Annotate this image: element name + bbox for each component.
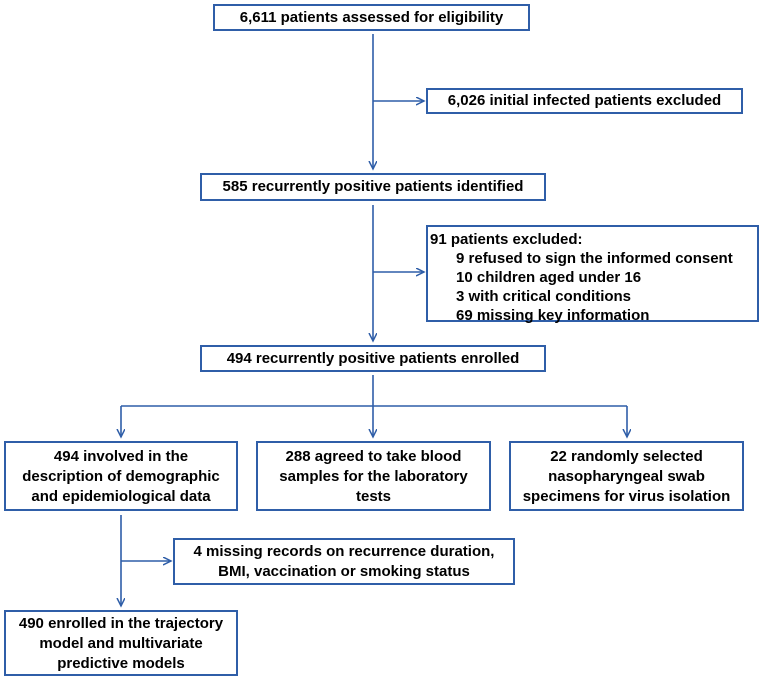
blood-box: 288 agreed to take blood samples for the…	[256, 441, 491, 511]
demographic-line: 494 involved in the	[53, 448, 189, 465]
swab-box: 22 randomly selected nasopharyngeal swab…	[509, 441, 744, 511]
excluded-initial-box: 6,026 initial infected patients excluded	[426, 88, 743, 114]
trajectory-line: model and multivariate	[39, 635, 203, 652]
blood-line: tests	[355, 488, 392, 505]
excluded-91-item: 69 missing key information	[456, 307, 650, 324]
excluded-91-title: 91 patients excluded:	[430, 231, 583, 248]
assessed-box: 6,611 patients assessed for eligibility	[213, 4, 530, 31]
trajectory-line: 490 enrolled in the trajectory	[18, 615, 224, 632]
trajectory-line: predictive models	[57, 655, 185, 672]
enrolled-text: 494 recurrently positive patients enroll…	[226, 350, 520, 367]
missing-records-line: BMI, vaccination or smoking status	[218, 563, 470, 580]
assessed-text: 6,611 patients assessed for eligibility	[239, 9, 504, 26]
excluded-91-item: 10 children aged under 16	[456, 269, 642, 286]
enrolled-box: 494 recurrently positive patients enroll…	[200, 345, 546, 372]
excluded-91-item: 3 with critical conditions	[456, 288, 632, 305]
demographic-line: and epidemiological data	[31, 488, 211, 505]
identified-box: 585 recurrently positive patients identi…	[200, 173, 546, 201]
excluded-91-box: 91 patients excluded: 9 refused to sign …	[426, 225, 759, 324]
trajectory-box: 490 enrolled in the trajectory model and…	[4, 610, 238, 676]
blood-line: samples for the laboratory	[279, 468, 468, 485]
demographic-line: description of demographic	[22, 468, 220, 485]
swab-line: 22 randomly selected	[550, 448, 703, 465]
identified-text: 585 recurrently positive patients identi…	[222, 178, 524, 195]
demographic-box: 494 involved in the description of demog…	[4, 441, 238, 511]
excluded-91-item: 9 refused to sign the informed consent	[456, 250, 733, 267]
blood-line: 288 agreed to take blood	[285, 448, 462, 465]
swab-line: specimens for virus isolation	[522, 488, 731, 505]
missing-records-box: 4 missing records on recurrence duration…	[173, 538, 515, 585]
excluded-initial-text: 6,026 initial infected patients excluded	[447, 92, 722, 109]
swab-line: nasopharyngeal swab	[548, 468, 705, 485]
missing-records-line: 4 missing records on recurrence duration…	[193, 543, 495, 560]
